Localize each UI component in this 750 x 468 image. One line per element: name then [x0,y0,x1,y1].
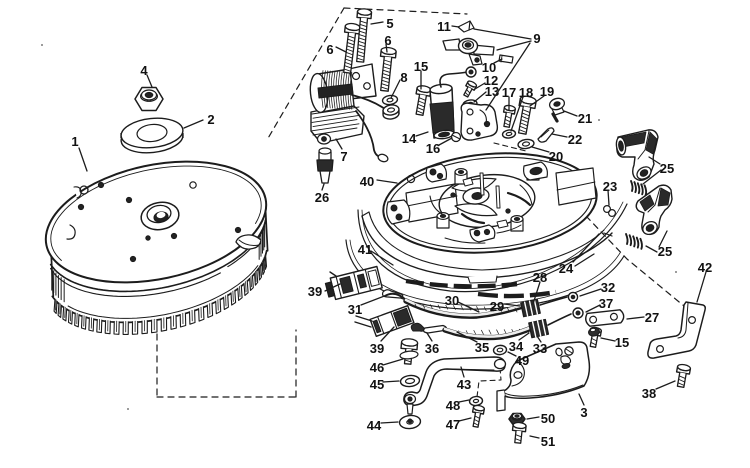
svg-text:51: 51 [541,434,555,449]
svg-text:8: 8 [400,70,407,85]
svg-text:41: 41 [358,242,372,257]
svg-text:44: 44 [367,418,382,433]
svg-text:38: 38 [642,386,656,401]
svg-text:21: 21 [578,111,592,126]
svg-text:13: 13 [485,84,499,99]
svg-text:32: 32 [601,280,615,295]
svg-text:31: 31 [348,302,362,317]
svg-text:46: 46 [370,360,384,375]
svg-text:23: 23 [603,179,617,194]
svg-text:47: 47 [446,417,460,432]
svg-text:49: 49 [515,353,529,368]
svg-text:5: 5 [386,16,393,31]
svg-text:24: 24 [559,261,574,276]
svg-text:15: 15 [615,335,629,350]
svg-text:30: 30 [445,293,459,308]
svg-text:39: 39 [308,284,322,299]
svg-text:6: 6 [326,42,333,57]
svg-text:20: 20 [549,149,563,164]
svg-text:14: 14 [402,131,417,146]
svg-text:16: 16 [426,141,440,156]
svg-text:50: 50 [541,411,555,426]
svg-text:25: 25 [660,161,674,176]
svg-text:33: 33 [533,341,547,356]
svg-text:2: 2 [207,112,214,127]
svg-text:6: 6 [384,33,391,48]
svg-text:27: 27 [645,310,659,325]
svg-text:34: 34 [509,339,524,354]
svg-text:43: 43 [457,377,471,392]
svg-text:3: 3 [580,405,587,420]
svg-text:42: 42 [698,260,712,275]
svg-text:36: 36 [425,341,439,356]
svg-text:48: 48 [446,398,460,413]
svg-text:1: 1 [71,134,78,149]
svg-text:39: 39 [370,341,384,356]
svg-text:9: 9 [533,31,540,46]
svg-text:45: 45 [370,377,384,392]
svg-text:18: 18 [519,85,533,100]
svg-text:11: 11 [437,19,451,34]
svg-text:26: 26 [315,190,329,205]
svg-text:40: 40 [360,174,374,189]
svg-text:37: 37 [599,296,613,311]
svg-text:7: 7 [340,149,347,164]
svg-text:22: 22 [568,132,582,147]
svg-text:29: 29 [490,299,504,314]
